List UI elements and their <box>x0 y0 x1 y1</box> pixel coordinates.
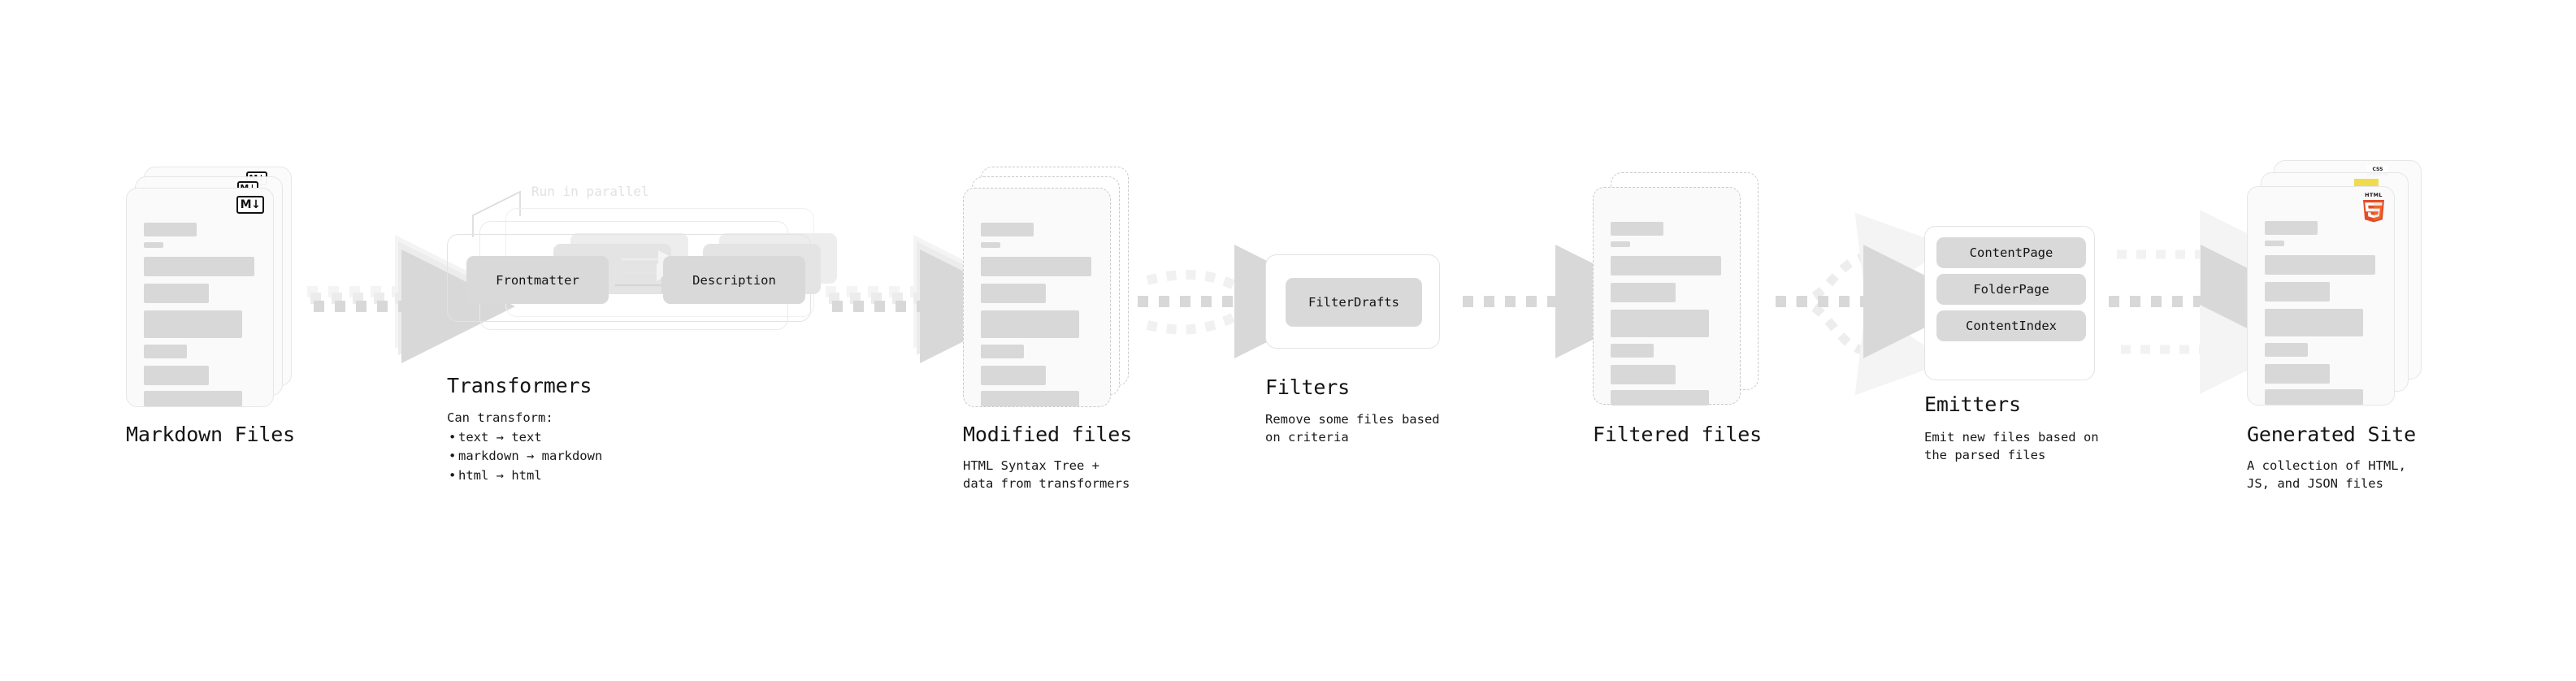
css-icon-label: CSS <box>2372 167 2383 172</box>
stage-title-generated-site: Generated Site <box>2247 423 2416 446</box>
filters-group: FilterDrafts <box>1265 254 1440 349</box>
stage-title-markdown-files: Markdown Files <box>126 423 295 446</box>
skeleton-line <box>1611 222 1663 236</box>
filter-chip-filterdrafts[interactable]: FilterDrafts <box>1286 278 1422 327</box>
skeleton-line <box>1611 310 1709 337</box>
skeleton-line <box>981 345 1024 358</box>
filtered-doc-front <box>1593 187 1741 406</box>
skeleton-line <box>2265 221 2318 235</box>
svg-text:HTML: HTML <box>2365 192 2383 198</box>
skeleton-line <box>1611 390 1709 406</box>
markdown-icon: M↓ <box>236 196 264 214</box>
skeleton-line <box>2265 389 2363 405</box>
skeleton-line <box>1611 344 1654 358</box>
emitters-group: ContentPage FolderPage ContentIndex <box>1924 226 2095 380</box>
stage-filtered-files <box>1593 172 1780 424</box>
generated-doc-front: HTML <box>2247 186 2395 406</box>
stage-desc-modified-files: HTML Syntax Tree + data from transformer… <box>963 458 1130 492</box>
skeleton-line <box>2265 309 2363 336</box>
stage-desc-filters: Remove some files based on criteria <box>1265 412 1440 445</box>
skeleton-line <box>144 284 209 303</box>
html5-icon-svg: HTML <box>2363 192 2384 223</box>
emitter-chip-folderpage[interactable]: FolderPage <box>1936 274 2086 305</box>
stage-title-transformers: Transformers <box>447 374 592 397</box>
markdown-doc-front: M↓ <box>126 188 274 407</box>
run-in-parallel-label: Run in parallel <box>531 184 649 199</box>
transformers-bullet: html → html <box>447 466 602 486</box>
transformer-chip-frontmatter[interactable]: Frontmatter <box>466 256 609 304</box>
skeleton-line <box>1611 256 1721 275</box>
stage-title-filters: Filters <box>1265 375 1350 399</box>
arrow-markdown-to-transformers <box>307 235 515 363</box>
stage-generated-site: CSS HTML <box>2247 160 2450 420</box>
emitter-chip-contentindex[interactable]: ContentIndex <box>1936 310 2086 341</box>
skeleton-line <box>981 223 1034 236</box>
transformer-group-front <box>447 234 811 322</box>
skeleton-line <box>144 242 163 248</box>
stage-desc-emitters: Emit new files based on the parsed files <box>1924 430 2099 463</box>
transformers-bullets: text → text markdown → markdown html → h… <box>447 428 602 485</box>
skeleton-line <box>981 242 1000 248</box>
skeleton-line <box>981 284 1046 303</box>
skeleton-line <box>144 310 242 338</box>
skeleton-line <box>144 366 209 385</box>
skeleton-line <box>981 391 1079 406</box>
skeleton-line <box>981 257 1091 276</box>
stage-markdown-files: M↓ M↓ M↓ <box>126 167 313 419</box>
skeleton-line <box>144 257 254 276</box>
skeleton-line <box>2265 343 2308 357</box>
arrow-modified-to-filters <box>1138 245 1348 358</box>
skeleton-line <box>1611 365 1676 384</box>
stage-title-filtered-files: Filtered files <box>1593 423 1762 446</box>
html5-icon: HTML <box>2360 190 2387 223</box>
stage-title-modified-files: Modified files <box>963 423 1132 446</box>
arrow-filtered-to-emitters <box>1776 212 1977 396</box>
skeleton-line <box>981 366 1046 385</box>
modified-doc-front <box>963 188 1111 407</box>
skeleton-line <box>144 223 197 236</box>
transformers-intro: Can transform: <box>447 410 553 425</box>
skeleton-line <box>2265 255 2375 275</box>
stage-modified-files <box>963 167 1150 419</box>
skeleton-line <box>144 345 187 358</box>
emitter-chip-contentpage[interactable]: ContentPage <box>1936 237 2086 268</box>
stage-desc-generated-site: A collection of HTML, JS, and JSON files <box>2247 458 2406 492</box>
skeleton-line <box>2265 282 2330 301</box>
arrow-transformers-to-modified <box>826 235 1034 363</box>
transformer-chip-description[interactable]: Description <box>663 256 805 304</box>
skeleton-line <box>1611 283 1676 302</box>
stage-title-emitters: Emitters <box>1924 393 2021 416</box>
skeleton-line <box>144 391 242 406</box>
transformers-bullet: text → text <box>447 428 602 448</box>
skeleton-line <box>2265 241 2284 246</box>
skeleton-line <box>981 310 1079 338</box>
skeleton-line <box>2265 364 2330 384</box>
transformers-bullet: markdown → markdown <box>447 447 602 466</box>
skeleton-line <box>1611 241 1630 247</box>
arrow-emitters-to-generated <box>2109 210 2314 394</box>
